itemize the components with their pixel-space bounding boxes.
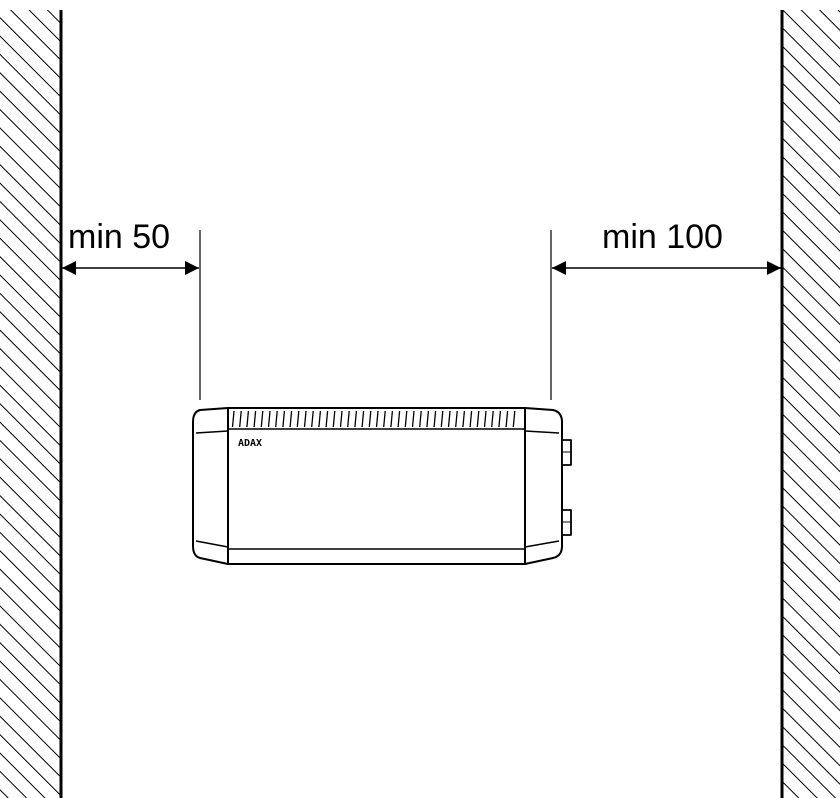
vent-slat: [411, 410, 415, 428]
vent-slat: [275, 410, 278, 428]
right-clearance-label: min 100: [602, 218, 723, 256]
heater-unit: [192, 407, 572, 565]
vent-slat: [483, 410, 487, 428]
vent-slat: [361, 410, 365, 428]
vent-slat: [491, 410, 494, 428]
vent-slat: [354, 410, 358, 428]
vent-slat: [462, 410, 466, 428]
left-wall: [0, 10, 63, 798]
vent-slat: [332, 410, 336, 428]
heater-left-endcap: [192, 407, 229, 565]
heater-right-endcap: [524, 407, 563, 565]
vent-slat: [375, 410, 379, 428]
vent-slat: [512, 410, 516, 428]
vent-slat: [339, 410, 343, 428]
vent-slat: [455, 410, 458, 428]
vent-slat: [390, 410, 394, 428]
vent-slat: [267, 410, 271, 428]
vent-slat: [433, 410, 437, 428]
vent-slat: [440, 410, 444, 428]
heater-body: [227, 407, 526, 565]
ventilation-grille: [231, 410, 516, 428]
vent-slat: [368, 410, 372, 428]
brand-logo: ADAX: [238, 438, 262, 449]
vent-slat: [498, 410, 502, 428]
vent-slat: [231, 410, 235, 428]
vent-slat: [383, 410, 386, 428]
vent-slat: [239, 410, 242, 428]
vent-slat: [505, 410, 509, 428]
left-clearance-label: min 50: [68, 218, 170, 256]
right-wall: [780, 10, 840, 798]
vent-slat: [469, 410, 473, 428]
vent-slat: [253, 410, 257, 428]
vent-slat: [296, 410, 300, 428]
vent-slat: [426, 410, 430, 428]
vent-slat: [419, 410, 422, 428]
vent-slat: [397, 410, 401, 428]
vent-slat: [318, 410, 322, 428]
vent-slat: [347, 410, 350, 428]
vent-slat: [447, 410, 451, 428]
vent-slat: [303, 410, 307, 428]
vent-slat: [289, 410, 293, 428]
vent-slat: [246, 410, 250, 428]
vent-slat: [282, 410, 286, 428]
vent-slat: [325, 410, 329, 428]
vent-slat: [404, 410, 408, 428]
vent-slat: [260, 410, 264, 428]
vent-slat: [311, 410, 314, 428]
vent-slat: [476, 410, 480, 428]
